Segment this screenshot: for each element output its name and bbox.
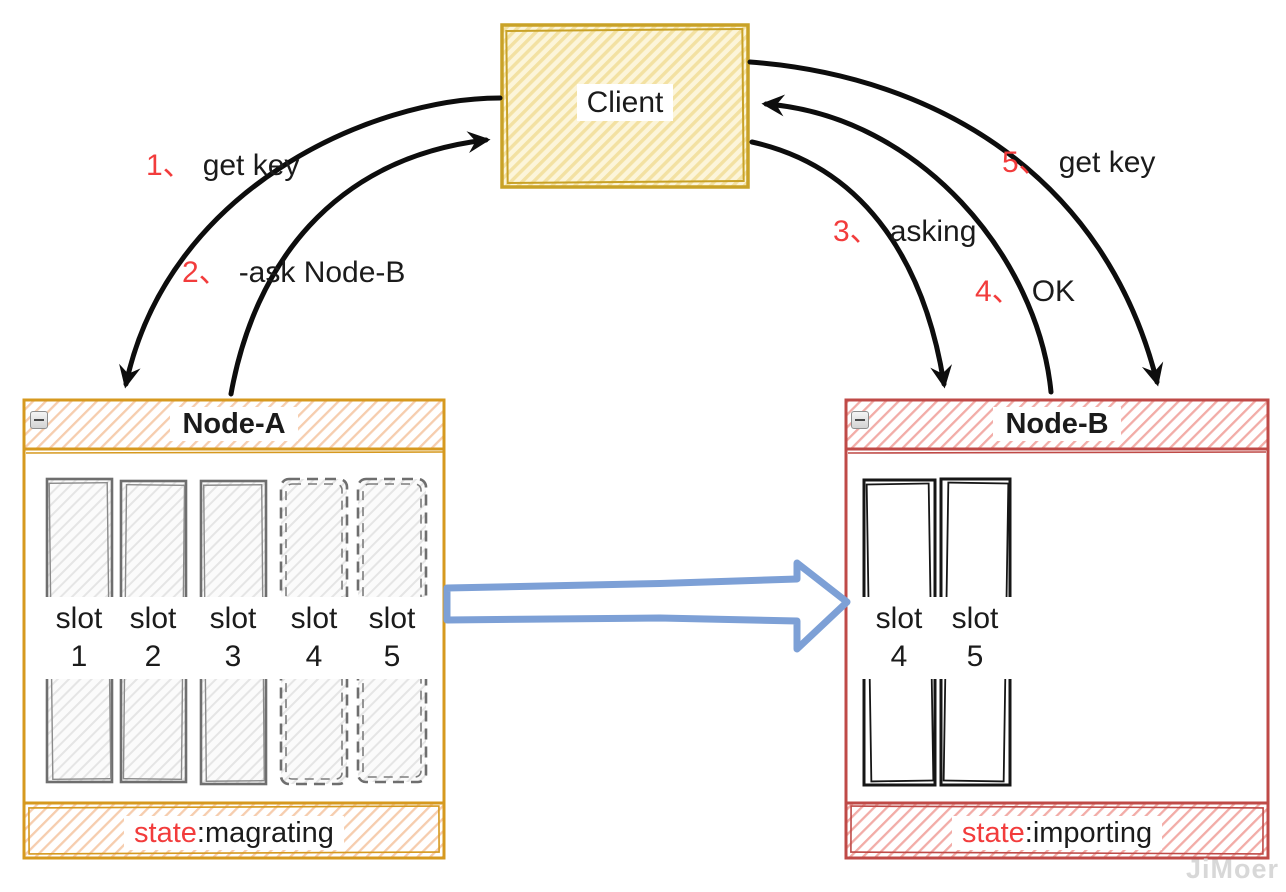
arrow-5-label: 5、get key (1002, 146, 1156, 179)
node-a-state-label: state:magrating (24, 816, 444, 850)
client-label: Client (502, 84, 748, 121)
node-b-state-label: state:importing (846, 816, 1268, 850)
arrow-4-label: 4、OK (975, 275, 1076, 308)
minus-icon (34, 419, 44, 421)
migration-arrow (443, 559, 851, 653)
node-a-title: Node-A (24, 407, 444, 441)
arrow-3-label: 3、asking (833, 215, 977, 248)
arrow-1-label: 1、get key (146, 149, 300, 182)
arrow-5-get-key (747, 59, 1164, 387)
node-b-title: Node-B (846, 407, 1268, 441)
watermark: JiMoer (1186, 854, 1280, 884)
node-a-collapse-button[interactable] (30, 411, 48, 429)
minus-icon (855, 419, 865, 421)
arrow-2-label: 2、-ask Node-B (182, 256, 406, 289)
arrow-3-asking (749, 139, 952, 389)
node-b-collapse-button[interactable] (851, 411, 869, 429)
arrow-2-ask-node-b (228, 131, 491, 397)
arrow-4-ok (761, 94, 1054, 395)
arrow-1-get-key (119, 95, 503, 389)
